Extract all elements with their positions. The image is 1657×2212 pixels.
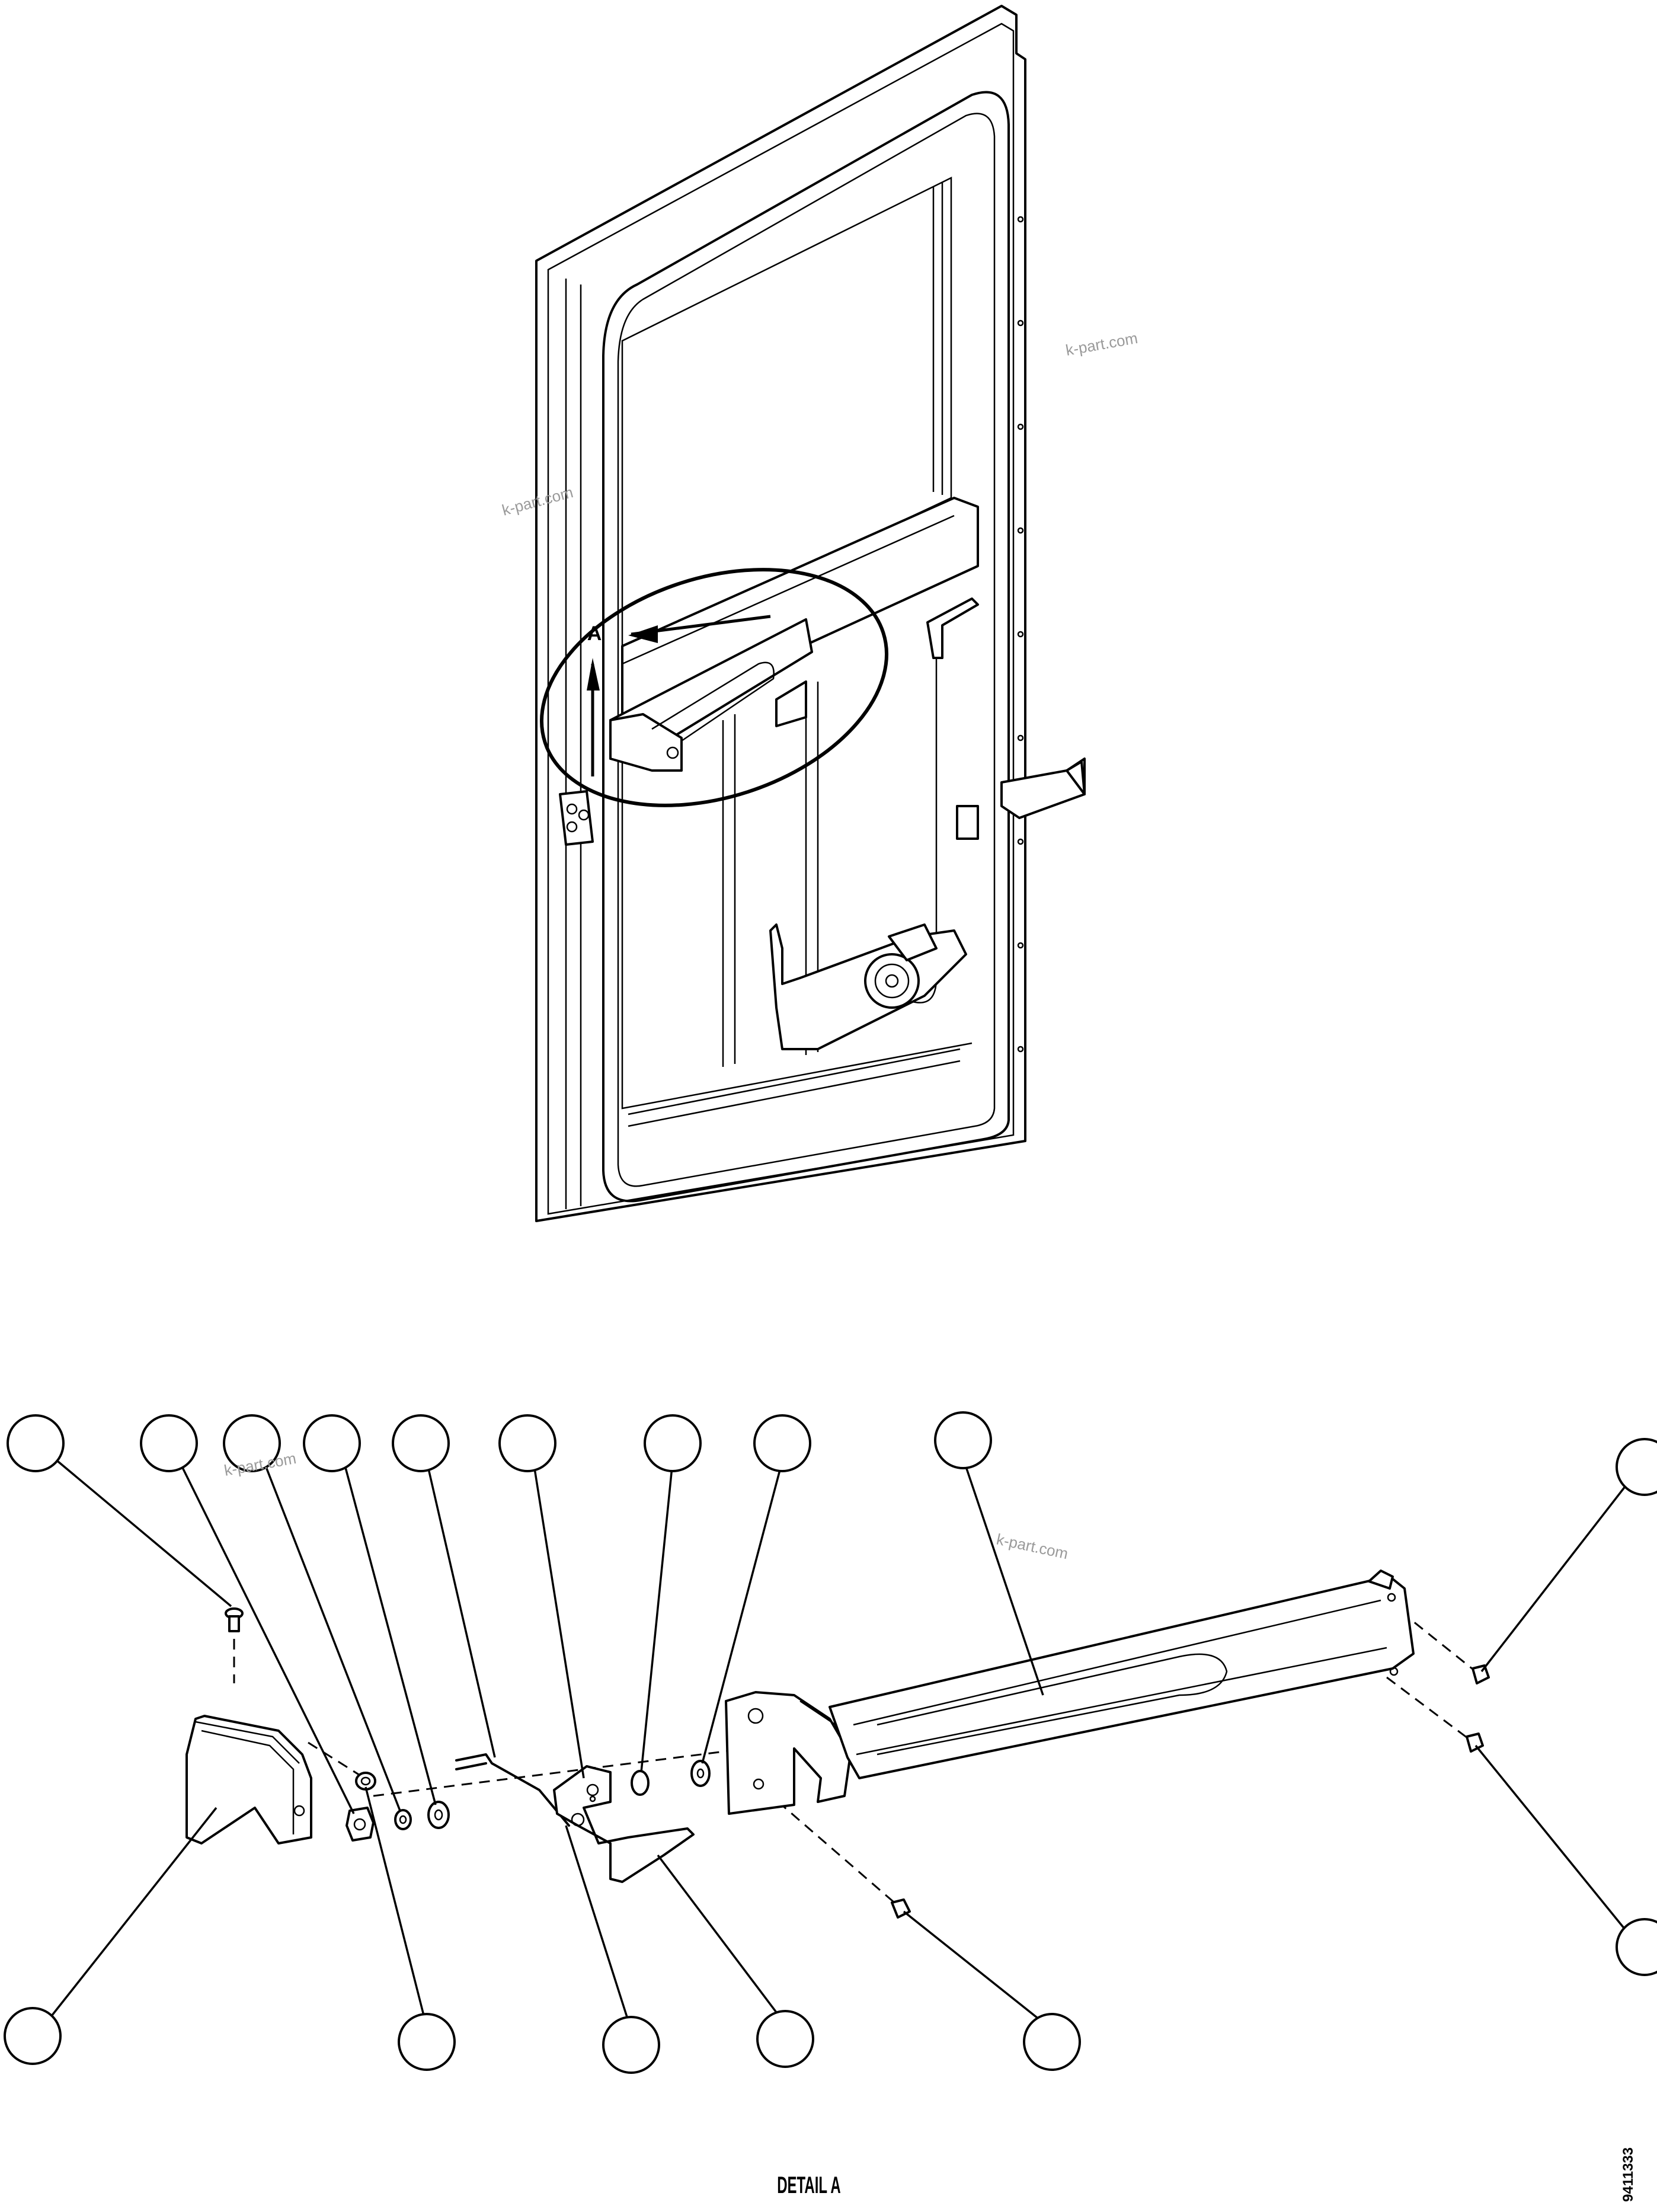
washer: [690, 1760, 711, 1787]
callout-balloons: [4, 1411, 1657, 2074]
end-cap: [185, 1715, 312, 1845]
watermark: k-part.com: [995, 1530, 1070, 1563]
right-screws: [1466, 1664, 1490, 1753]
exploded-detail-a: [4, 1411, 1657, 2074]
grab-bar: [828, 1570, 1415, 1779]
cap-nut: [355, 1772, 376, 1791]
axis-nut-washers: [346, 1801, 450, 1842]
detail-caption: DETAIL A: [777, 2172, 841, 2198]
edge-studs: [1017, 216, 1024, 1053]
watermark: k-part.com: [1064, 329, 1139, 359]
washer: [631, 1770, 650, 1796]
latch-bracket: [553, 1765, 695, 1883]
door-assembly: A: [535, 5, 1086, 1222]
regulator-motor: [769, 923, 967, 1050]
detail-marker: A: [587, 622, 602, 645]
detail-a-callout-ellipse: [540, 568, 888, 807]
drawing-code: 9411333: [1620, 2147, 1636, 2202]
cap-screw: [225, 1607, 244, 1632]
